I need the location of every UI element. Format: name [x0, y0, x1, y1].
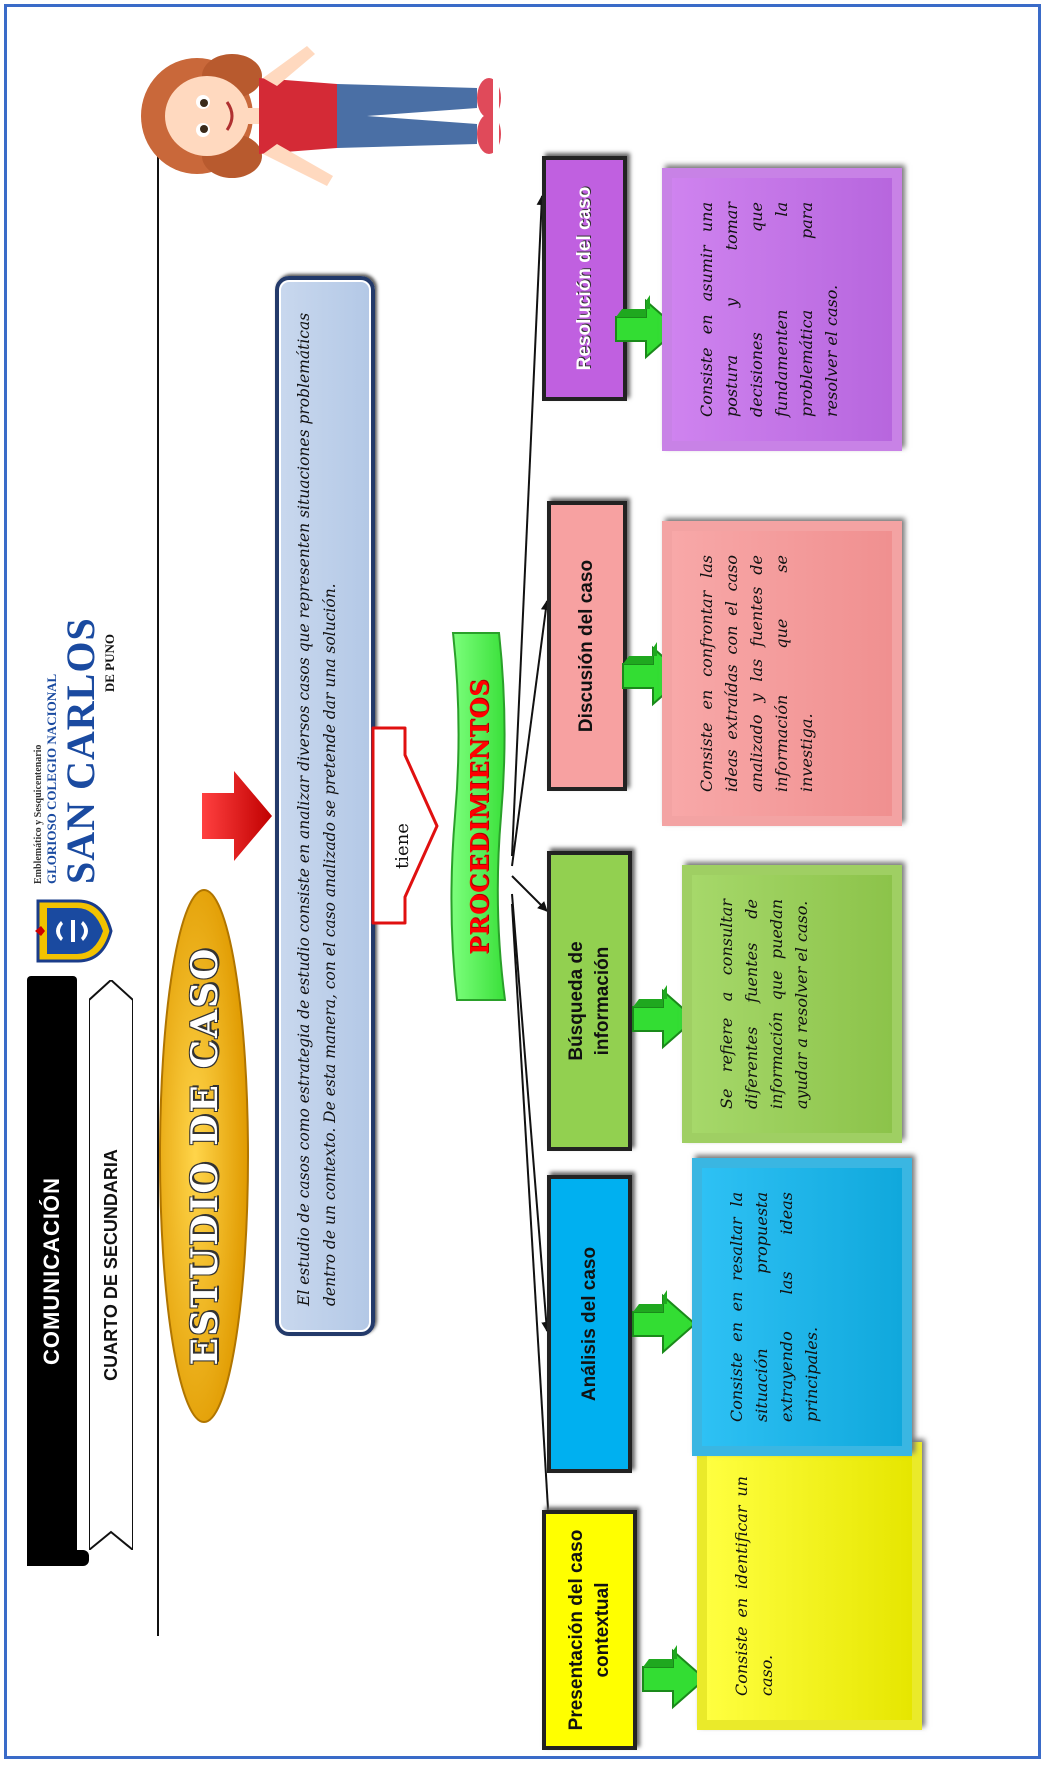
page-frame: COMUNICACIÓN CUARTO DE SECUNDARIA Emblem… [4, 4, 1041, 1759]
grade-banner-shape [89, 980, 133, 1550]
logo-tagline: Emblemático y Sesquicentenario [33, 744, 44, 884]
definition-box: El estudio de casos como estrategia de e… [275, 276, 375, 1336]
procedure-description-3: Se refiere a consultar diferentes fuente… [682, 865, 902, 1143]
school-logo: Emblemático y Sesquicentenario GLORIOSO … [27, 616, 123, 966]
procedures-box [450, 632, 507, 1001]
connector-5 [511, 195, 547, 857]
procedure-header-2: Análisis del caso [547, 1175, 632, 1473]
cartoon-girl-icon [141, 46, 501, 186]
rotated-canvas: COMUNICACIÓN CUARTO DE SECUNDARIA Emblem… [7, 7, 1038, 1756]
procedure-header-4: Discusión del caso [547, 501, 627, 791]
tiene-arrow-icon [371, 726, 439, 925]
procedure-header-5: Resolución del caso [542, 156, 627, 401]
procedure-description-1: Consiste en identificar un caso. [697, 1442, 922, 1730]
title-ellipse [159, 889, 249, 1423]
procedure-description-2: Consiste en en resaltar la situación pro… [692, 1158, 912, 1456]
procedure-title-3: Búsqueda de información [565, 941, 613, 1061]
procedures-label: PROCEDIMIENTOS [464, 678, 494, 955]
subject-banner-tab [27, 1550, 89, 1566]
green-arrow-icon [632, 1290, 697, 1355]
green-arrow-icon [642, 1645, 707, 1710]
grade-banner: CUARTO DE SECUNDARIA [89, 980, 133, 1550]
procedure-description-4: Consiste en confrontar las ideas extraíd… [662, 521, 902, 826]
shield-icon [35, 899, 113, 963]
red-arrow-icon [202, 771, 272, 861]
procedure-title-1: Presentación del caso contextual [565, 1529, 613, 1731]
procedure-header-3: Búsqueda de información [547, 851, 632, 1151]
connector-4 [511, 600, 551, 867]
connector-3 [511, 875, 548, 912]
connector-2 [511, 893, 552, 1332]
subject-label: COMUNICACIÓN [39, 1177, 64, 1365]
logo-name: SAN CARLOS [58, 617, 103, 884]
logo-text: Emblemático y Sesquicentenario GLORIOSO … [33, 614, 118, 884]
subject-banner: COMUNICACIÓN [27, 976, 77, 1566]
logo-city: DE PUNO [102, 634, 117, 693]
procedure-title-4: Discusión del caso [576, 559, 597, 733]
procedure-header-1: Presentación del caso contextual [542, 1510, 637, 1750]
grade-label: CUARTO DE SECUNDARIA [100, 1149, 121, 1381]
procedure-title-2: Análisis del caso [578, 1246, 600, 1402]
connector-label: tiene [391, 823, 413, 869]
green-arrow-icon [632, 985, 697, 1050]
procedure-title-5: Resolución del caso [573, 186, 595, 371]
procedure-description-5: Consiste en asumir una postura y tomar d… [662, 168, 902, 451]
diagram-title: ESTUDIO DE CASO [183, 946, 226, 1366]
